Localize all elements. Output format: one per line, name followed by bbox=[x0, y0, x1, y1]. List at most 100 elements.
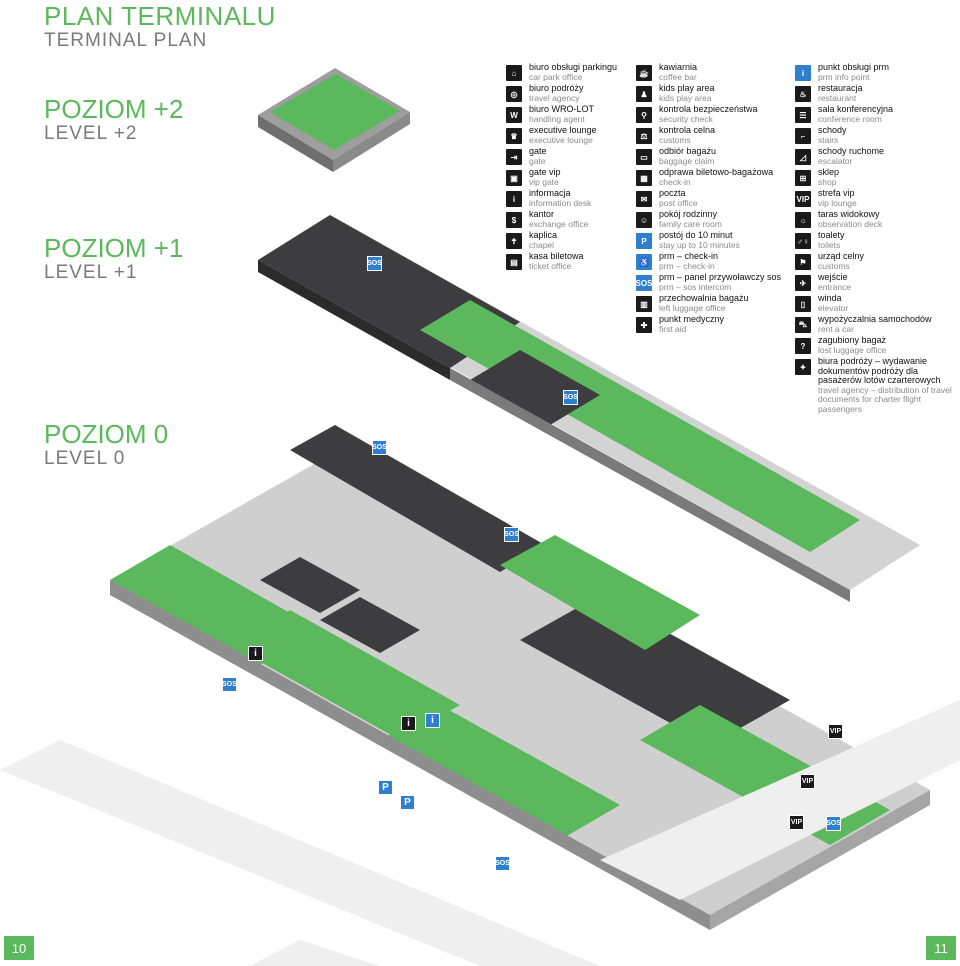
legend-label-en: exchange office bbox=[529, 218, 589, 229]
customs-office-icon: ⚑ bbox=[795, 254, 811, 270]
observation-icon: ☼ bbox=[795, 212, 811, 228]
legend-label-pl: kantor bbox=[529, 209, 555, 219]
legend-label-en: left luggage office bbox=[659, 302, 726, 313]
prm-info-icon: i bbox=[795, 65, 811, 81]
legend-label-en: gate bbox=[529, 155, 546, 166]
legend-label-pl: przechowalnia bagażu bbox=[659, 293, 749, 303]
charter-icon: ✦ bbox=[795, 359, 811, 375]
sos-icon: SOS bbox=[636, 275, 652, 291]
legend-label-pl: biura podróży – wydawanie dokumentów pod… bbox=[818, 356, 941, 385]
level-2-label-en: LEVEL +2 bbox=[44, 123, 138, 144]
legend-label-en: customs bbox=[818, 260, 850, 271]
customs-icon: ⚖ bbox=[636, 128, 652, 144]
parking-icon: P bbox=[378, 780, 393, 795]
security-icon: ⚲ bbox=[636, 107, 652, 123]
sos-icon: SOS bbox=[563, 390, 578, 405]
sos-icon: SOS bbox=[504, 527, 519, 542]
toilets-icon: ♂♀ bbox=[795, 233, 811, 249]
legend-label-en: security check bbox=[659, 113, 713, 124]
legend-label-pl: wejście bbox=[818, 272, 848, 282]
wro-lot-icon: W bbox=[506, 107, 522, 123]
restaurant-icon: ♨ bbox=[795, 86, 811, 102]
title-block: PLAN TERMINALU TERMINAL PLAN bbox=[44, 2, 276, 52]
legend-label-pl: wypożyczalnia samochodów bbox=[818, 314, 932, 324]
page-subtitle: TERMINAL PLAN bbox=[44, 30, 208, 51]
ticket-icon: ▤ bbox=[506, 254, 522, 270]
page-number-right: 11 bbox=[926, 936, 956, 960]
legend-label-en: family care room bbox=[659, 218, 722, 229]
legend-label-pl: executive lounge bbox=[529, 125, 597, 135]
legend-label-pl: informacja bbox=[529, 188, 571, 198]
legend-label-pl: schody ruchome bbox=[818, 146, 885, 156]
legend-label-pl: taras widokowy bbox=[818, 209, 880, 219]
legend-label-en: baggage claim bbox=[659, 155, 715, 166]
globe-icon: ◎ bbox=[506, 86, 522, 102]
car-rental-icon: ⛍ bbox=[795, 317, 811, 333]
legend-label-pl: gate vip bbox=[529, 167, 561, 177]
lounge-icon: ♛ bbox=[506, 128, 522, 144]
legend-label-pl: gate bbox=[529, 146, 547, 156]
legend-label-en: observation deck bbox=[818, 218, 883, 229]
parking-icon: P bbox=[636, 233, 652, 249]
legend-label-pl: kaplica bbox=[529, 230, 558, 240]
legend-label-pl: odprawa biletowo-bagażowa bbox=[659, 167, 774, 177]
vip-icon: VIP bbox=[800, 774, 815, 789]
level-1-label-pl: POZIOM +1 bbox=[44, 233, 184, 263]
roads bbox=[0, 700, 960, 966]
prm-check-in-icon: ♿ bbox=[636, 254, 652, 270]
legend-label-en: lost luggage office bbox=[818, 344, 887, 355]
legend-label-pl: prm – check-in bbox=[659, 251, 719, 261]
legend-label-en: first aid bbox=[659, 323, 687, 334]
sos-icon: SOS bbox=[826, 816, 841, 831]
legend-label-pl: toalety bbox=[818, 230, 845, 240]
family-icon: ☺ bbox=[636, 212, 652, 228]
legend-label-en: stay up to 10 minutes bbox=[659, 239, 740, 250]
legend-label-pl: prm – panel przywoławczy sos bbox=[659, 272, 782, 282]
legend-label-pl: kasa biletowa bbox=[529, 251, 584, 261]
vip-icon: VIP bbox=[828, 724, 843, 739]
legend-label-en: travel agency bbox=[529, 92, 580, 103]
legend-item: ✦ biura podróży – wydawanie dokumentów po… bbox=[795, 356, 955, 419]
level-0-heading: POZIOM 0 LEVEL 0 bbox=[44, 420, 168, 470]
legend-text: biura podróży – wydawanie dokumentów pod… bbox=[818, 356, 955, 414]
legend-label-pl: sklep bbox=[818, 167, 840, 177]
sos-icon: SOS bbox=[495, 856, 510, 871]
legend-label-en: coffee bar bbox=[659, 71, 697, 82]
legend-label-pl: postój do 10 minut bbox=[659, 230, 733, 240]
vip-icon: VIP bbox=[795, 191, 811, 207]
level-0-label-pl: POZIOM 0 bbox=[44, 419, 169, 449]
sos-icon: SOS bbox=[367, 256, 382, 271]
